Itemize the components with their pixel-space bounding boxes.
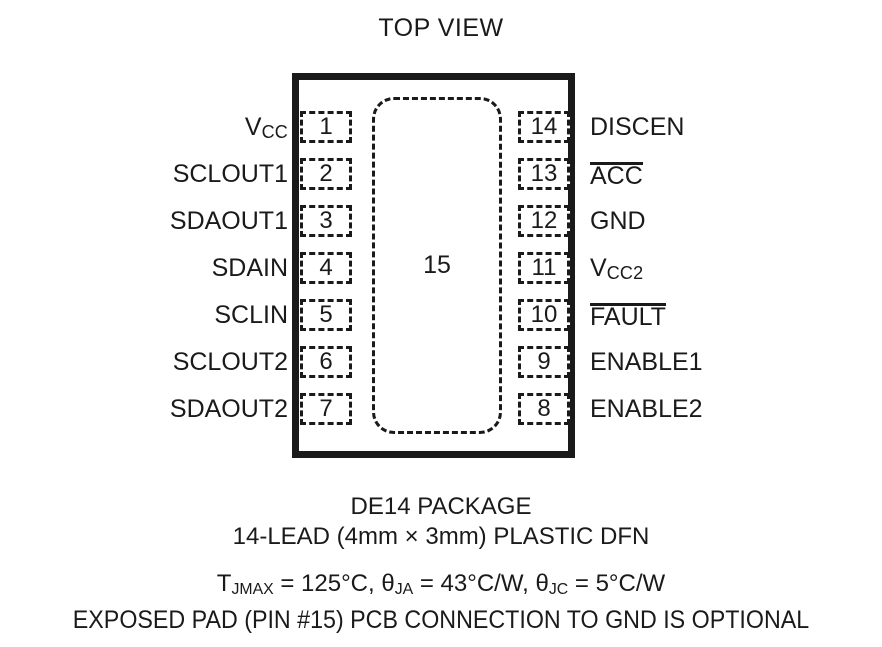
pin-number: 8	[537, 395, 551, 422]
pin-label-sclout2: SCLOUT2	[172, 348, 288, 376]
pin-lead-14: 14	[518, 111, 570, 143]
theta-ja-symbol: θ	[381, 570, 395, 597]
tjmax-subscript: JMAX	[231, 581, 274, 599]
thermal-spec-line: TJMAX = 125°C, θJA = 43°C/W, θJC = 5°C/W	[0, 568, 882, 605]
pin-lead-3: 3	[300, 205, 352, 237]
pin-lead-7: 7	[300, 393, 352, 425]
theta-ja-value: = 43°C/W,	[413, 570, 536, 597]
pin-lead-11: 11	[518, 252, 570, 284]
pin-number: 2	[319, 160, 333, 187]
theta-ja-subscript: JA	[394, 581, 414, 599]
pin-lead-5: 5	[300, 299, 352, 331]
pin-label-sdaout1: SDAOUT1	[169, 207, 288, 235]
pin-lead-10: 10	[518, 299, 570, 331]
pin-label-vcc2: VCC2	[590, 254, 644, 284]
pin-number: 4	[319, 254, 333, 281]
tjmax-symbol: T	[216, 570, 232, 597]
pin-lead-2: 2	[300, 158, 352, 190]
pin-number: 7	[319, 395, 333, 422]
pin-lead-9: 9	[518, 346, 570, 378]
pin-label-acc: ACC	[590, 162, 643, 190]
pin-number: 11	[531, 254, 557, 281]
pin-number: 1	[319, 113, 333, 140]
pin-number: 3	[319, 207, 333, 234]
tjmax-value: = 125°C,	[273, 570, 382, 597]
exposed-pad-note: EXPOSED PAD (PIN #15) PCB CONNECTION TO …	[72, 606, 810, 635]
pin-lead-12: 12	[518, 205, 570, 237]
theta-jc-symbol: θ	[535, 570, 549, 597]
exposed-pad-number: 15	[423, 251, 451, 279]
pin-number: 10	[530, 301, 558, 328]
pin-number: 9	[537, 348, 551, 375]
pin-label-fault: FAULT	[590, 303, 666, 331]
pin-label-discen: DISCEN	[590, 113, 685, 141]
pin-label-vcc: VCC	[244, 113, 288, 143]
theta-jc-subscript: JC	[548, 581, 569, 599]
pin-number: 5	[319, 301, 333, 328]
pin-label-sdaout2: SDAOUT2	[169, 395, 288, 423]
pin-label-sdain: SDAIN	[211, 254, 288, 282]
pin-label-gnd: GND	[590, 207, 646, 235]
pin-lead-13: 13	[518, 158, 570, 190]
page-title: TOP VIEW	[378, 14, 504, 42]
pin-number: 12	[530, 207, 558, 234]
theta-jc-value: = 5°C/W	[568, 570, 666, 597]
pin-label-sclin: SCLIN	[214, 301, 288, 329]
thermal-spec-group: TJMAX = 125°C, θJA = 43°C/W, θJC = 5°C/W…	[0, 568, 882, 636]
pin-number: 13	[530, 160, 558, 187]
pin-lead-1: 1	[300, 111, 352, 143]
exposed-pad-outline: 15	[372, 97, 502, 434]
pin-label-enable1: ENABLE1	[590, 348, 703, 376]
pin-label-enable2: ENABLE2	[590, 395, 703, 423]
pin-lead-8: 8	[518, 393, 570, 425]
pin-lead-4: 4	[300, 252, 352, 284]
caption-block: DE14 PACKAGE 14-LEAD (4mm × 3mm) PLASTIC…	[0, 492, 882, 636]
package-name: DE14 PACKAGE	[350, 493, 532, 520]
pin-number: 14	[530, 113, 558, 140]
pin-label-sclout1: SCLOUT1	[172, 160, 288, 188]
pin-number: 6	[319, 348, 333, 375]
package-description: 14-LEAD (4mm × 3mm) PLASTIC DFN	[232, 523, 650, 550]
pin-lead-6: 6	[300, 346, 352, 378]
